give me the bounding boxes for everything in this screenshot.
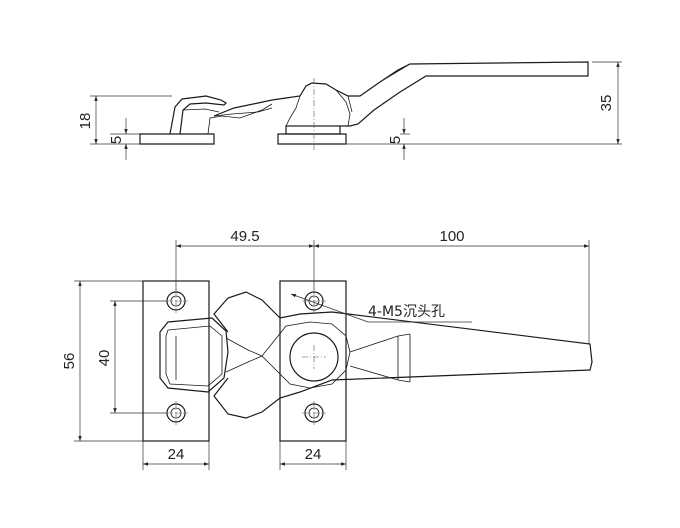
mounting-hole: [164, 289, 188, 313]
pivot-boss: [289, 332, 339, 382]
side-right-base: [277, 133, 347, 145]
mounting-hole: [164, 401, 188, 425]
right-plate: [279, 280, 347, 442]
hole-note: 4-M5沉头孔: [368, 304, 445, 320]
side-view: 18 5 5 35: [77, 61, 622, 160]
lever-top: [213, 291, 593, 419]
top-view: 49.5 100 56 40 24 24 4-M5沉头孔: [61, 228, 593, 470]
side-left-base: [139, 133, 215, 145]
dim-base-thickness-right: 5: [387, 136, 404, 144]
side-left-hook: [169, 95, 227, 135]
mounting-hole: [302, 289, 326, 313]
dim-hole-spacing: 40: [96, 350, 113, 367]
dim-left-plate-width: 24: [168, 446, 185, 463]
keeper-hook: [159, 317, 229, 393]
dim-lever-height: 18: [77, 113, 94, 130]
dim-total-height: 35: [598, 95, 615, 112]
mounting-hole: [302, 401, 326, 425]
dim-base-thickness-left: 5: [108, 136, 125, 144]
dim-handle-length: 100: [439, 228, 464, 245]
dim-pivot-offset: 49.5: [230, 228, 259, 245]
side-lever: [213, 61, 589, 127]
dim-plate-height: 56: [61, 353, 78, 370]
dim-right-plate-width: 24: [305, 446, 322, 463]
